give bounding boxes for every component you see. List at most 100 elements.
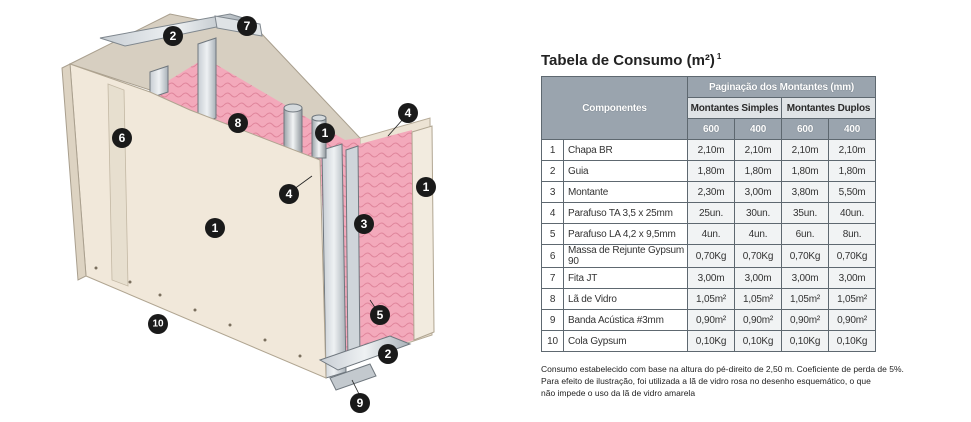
consumption-value: 40un.: [828, 202, 877, 224]
component-name: Cola Gypsum: [562, 330, 689, 352]
consumption-value: 6un.: [781, 223, 830, 245]
wall-section-illustration: 2 7 8 1 4 6 1 4 1 3 5 10 2 9: [61, 13, 436, 413]
callout-1-front: 1: [205, 218, 225, 238]
component-name: Montante: [562, 181, 689, 203]
table-title-footnote: 1: [716, 52, 722, 61]
consumption-value: 0,90m²: [781, 309, 830, 331]
consumption-value: 0,90m²: [828, 309, 877, 331]
component-name: Parafuso TA 3,5 x 25mm: [562, 202, 689, 224]
acoustic-band: [329, 363, 377, 391]
svg-text:4: 4: [405, 106, 412, 120]
table-title: Tabela de Consumo (m²)1: [541, 52, 722, 69]
svg-text:10: 10: [152, 319, 164, 330]
footnote-line: não impede o uso da lã de vidro amarela: [541, 388, 696, 398]
svg-text:2: 2: [385, 347, 392, 361]
consumption-value: 3,00m: [828, 267, 877, 289]
consumption-value: 3,00m: [734, 267, 783, 289]
component-name: Lã de Vidro: [562, 288, 689, 310]
svg-text:3: 3: [361, 217, 368, 231]
consumption-value: 4un.: [687, 223, 736, 245]
consumption-value: 0,90m²: [687, 309, 736, 331]
header-paginacao: Paginação dos Montantes (mm): [687, 76, 877, 98]
callout-7: 7: [237, 16, 257, 36]
callout-4-right: 4: [398, 103, 418, 123]
svg-text:4: 4: [286, 187, 293, 201]
consumption-value: 2,10m: [734, 139, 783, 161]
callout-10: 10: [148, 314, 168, 334]
consumption-value: 0,10Kg: [828, 330, 877, 352]
callout-1-pipe: 1: [315, 123, 335, 143]
footnotes: Consumo estabelecido com base na altura …: [541, 363, 931, 399]
callout-1-right: 1: [416, 177, 436, 197]
header-spacing: 400: [734, 118, 783, 140]
right-board-edge: [411, 125, 435, 341]
consumption-value: 1,80m: [687, 160, 736, 182]
stud-right: [345, 145, 361, 367]
svg-text:8: 8: [235, 116, 242, 130]
consumption-value: 1,80m: [828, 160, 877, 182]
consumption-value: 2,10m: [687, 139, 736, 161]
consumption-value: 3,00m: [734, 181, 783, 203]
consumption-value: 1,05m²: [781, 288, 830, 310]
svg-text:1: 1: [423, 180, 430, 194]
row-number: 7: [541, 267, 564, 289]
glass-wool-right: [356, 130, 414, 355]
header-montantes-simples: Montantes Simples: [687, 97, 783, 119]
consumption-value: 3,00m: [781, 267, 830, 289]
consumption-value: 3,80m: [781, 181, 830, 203]
header-spacing: 600: [687, 118, 736, 140]
row-number: 5: [541, 223, 564, 245]
consumption-value: 0,70Kg: [687, 244, 736, 268]
consumption-value: 1,05m²: [734, 288, 783, 310]
row-number: 3: [541, 181, 564, 203]
consumption-table: Componentes Paginação dos Montantes (mm)…: [540, 76, 877, 352]
component-name: Massa de Rejunte Gypsum 90: [562, 244, 689, 268]
consumption-value: 0,10Kg: [687, 330, 736, 352]
callout-8: 8: [228, 113, 248, 133]
stud-left: [149, 65, 169, 99]
consumption-value: 0,70Kg: [734, 244, 783, 268]
component-name: Fita JT: [562, 267, 689, 289]
svg-text:1: 1: [322, 126, 329, 140]
consumption-value: 35un.: [781, 202, 830, 224]
consumption-value: 3,00m: [687, 267, 736, 289]
consumption-value: 1,80m: [734, 160, 783, 182]
consumption-value: 2,10m: [781, 139, 830, 161]
row-number: 9: [541, 309, 564, 331]
footnote-line: Consumo estabelecido com base na altura …: [541, 364, 904, 374]
glass-wool: [150, 58, 362, 366]
consumption-value: 30un.: [734, 202, 783, 224]
consumption-value: 0,70Kg: [828, 244, 877, 268]
footnote-line: Para efeito de ilustração, foi utilizada…: [541, 376, 871, 386]
row-number: 1: [541, 139, 564, 161]
callout-2-bottom: 2: [378, 344, 398, 364]
consumption-value: 1,05m²: [828, 288, 877, 310]
consumption-value: 1,05m²: [687, 288, 736, 310]
callout-6: 6: [112, 128, 132, 148]
callout-2-top: 2: [163, 26, 183, 46]
header-spacing: 400: [828, 118, 877, 140]
svg-text:2: 2: [170, 29, 177, 43]
consumption-value: 2,10m: [828, 139, 877, 161]
callout-5: 5: [370, 305, 390, 325]
board-left-edge: [61, 63, 87, 281]
svg-text:9: 9: [357, 396, 364, 410]
consumption-value: 0,90m²: [734, 309, 783, 331]
stud-back: [197, 37, 217, 125]
header-spacing: 600: [781, 118, 830, 140]
row-number: 2: [541, 160, 564, 182]
component-name: Parafuso LA 4,2 x 9,5mm: [562, 223, 689, 245]
row-number: 10: [541, 330, 564, 352]
consumption-value: 0,10Kg: [734, 330, 783, 352]
consumption-value: 25un.: [687, 202, 736, 224]
svg-text:6: 6: [119, 131, 126, 145]
callout-4-left: 4: [279, 184, 299, 204]
